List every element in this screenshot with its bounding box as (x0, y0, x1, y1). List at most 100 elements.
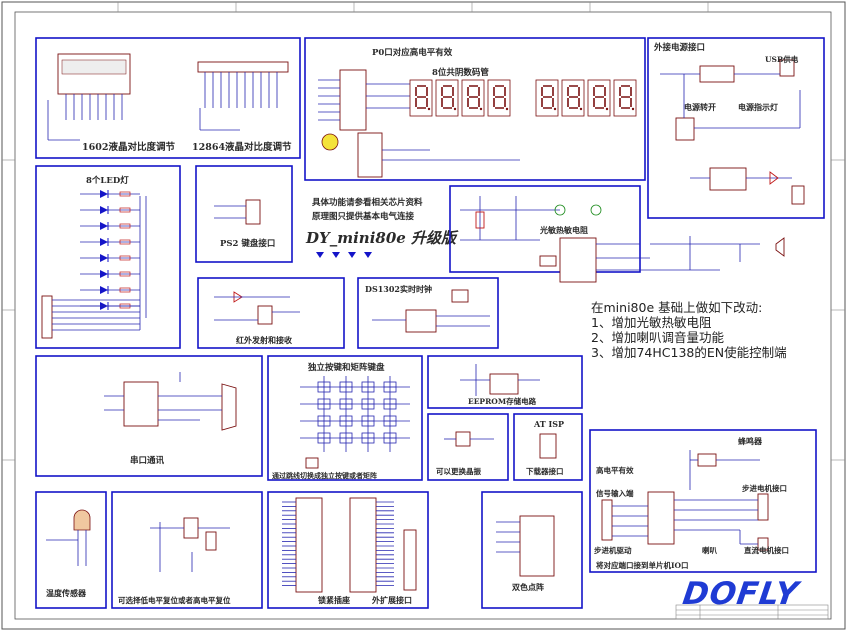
crystal-label: 可以更换晶振 (436, 466, 481, 476)
led-diode (80, 238, 140, 246)
mcu-socket-right (349, 497, 377, 593)
matrix-block (481, 491, 583, 609)
buzzer-label: 蜂鸣器 (738, 436, 763, 446)
latch-ic (339, 69, 367, 131)
isp-block (513, 413, 583, 481)
led-column (80, 190, 140, 310)
dofly-logo: DOFLY (680, 576, 802, 612)
reset-button (183, 517, 199, 539)
board-title: DY_mini80e 升级版 (305, 229, 459, 247)
power-jack (699, 65, 735, 83)
ps2-label: PS2 键盘接口 (220, 238, 275, 249)
led-label: 8个LED灯 (86, 175, 129, 186)
note-item-3: 3、增加74HC138的EN使能控制端 (591, 345, 787, 360)
speaker-label: 喇叭 (702, 545, 717, 555)
eeprom-block (427, 355, 583, 409)
adc-ic (559, 237, 597, 283)
motor-block (589, 429, 817, 573)
expand-header (403, 529, 417, 591)
seven-segment-digit (409, 79, 433, 117)
speaker-circuit (650, 236, 760, 271)
p0-label: P0口对应高电平有效 (372, 47, 453, 58)
lcd-block (35, 37, 301, 159)
ir-receiver (257, 305, 273, 325)
mcu-pins (282, 501, 394, 586)
seven-segment-display (409, 79, 637, 117)
power-led-label: 电源指示灯 (738, 102, 778, 112)
keypad-note: 通过跳线切换成独立按键或者矩阵 (272, 471, 377, 480)
power-label: 外接电源接口 (653, 42, 705, 53)
power-connector (791, 185, 805, 205)
speaker-icon (775, 237, 785, 257)
usb-label: USB供电 (765, 54, 799, 64)
title-line2: 原理图只提供基本电气连接 (312, 211, 415, 222)
mcu-block (267, 491, 429, 609)
usb-connector (779, 59, 795, 77)
signal-in-label: 信号输入端 (596, 488, 634, 498)
led-header (41, 295, 53, 339)
isp-connector (539, 433, 557, 459)
grid-ticks (2, 2, 845, 461)
power-switch (675, 117, 695, 141)
relay-ic (697, 453, 717, 467)
stepper-connector (757, 493, 769, 521)
db9-connector (221, 383, 237, 431)
hi-level-label: 高电平有效 (596, 465, 634, 475)
power-switch-label: 电源转开 (684, 102, 716, 112)
led-diode (80, 190, 140, 198)
temp-label: 温度传感器 (46, 588, 87, 598)
motor-input-header (601, 499, 613, 541)
led-diode (80, 270, 140, 278)
uart-label: 串口通讯 (130, 455, 165, 466)
ds1302-ic (405, 309, 437, 333)
stepper-label: 步进电机接口 (742, 483, 787, 493)
eeprom-label: EEPROM存储电路 (468, 396, 537, 406)
segment-block (304, 37, 646, 181)
lcd12864-connector (197, 61, 289, 73)
led-block (35, 165, 181, 349)
keypad-label: 独立按键和矩阵键盘 (307, 362, 385, 373)
isp-label: 下载器接口 (526, 466, 564, 476)
uln2003-ic (647, 491, 675, 545)
rtc-label: DS1302实时时钟 (365, 284, 432, 294)
note-heading: 在mini80e 基础上做如下改动: (591, 300, 763, 315)
led-diode (80, 254, 140, 262)
ir-block (197, 277, 345, 349)
sheet-inner-border (14, 11, 832, 620)
eeprom-ic (489, 373, 519, 395)
isp-title: AT ISP (533, 419, 564, 429)
led-diode (80, 286, 140, 294)
mcu-label: 锁紧插座 (318, 595, 350, 605)
seven-segment-digit (487, 79, 511, 117)
crystal-block (427, 413, 509, 481)
reset-block (111, 491, 263, 609)
regulator (709, 167, 747, 191)
rtc-block (357, 277, 499, 349)
stepper-drv-label: 步进机驱动 (594, 545, 632, 555)
change-note: 在mini80e 基础上做如下改动: 1、增加光敏热敏电阻 2、增加喇叭调音量功… (591, 300, 791, 360)
power-block (647, 37, 825, 219)
uart-block (35, 355, 263, 477)
decoder-ic (357, 132, 383, 178)
dot-matrix (519, 515, 555, 577)
expand-label: 外扩展接口 (372, 595, 412, 605)
led-diode (80, 206, 140, 214)
key-matrix (300, 376, 410, 452)
rtc-crystal (451, 289, 469, 303)
led-diode (80, 222, 140, 230)
seven-segment-digit (613, 79, 637, 117)
ps2-connector (245, 199, 261, 225)
keypad-jumper (305, 457, 319, 469)
seven-segment-digit (561, 79, 585, 117)
reset-label: 可选择低电平复位或者高电平复位 (118, 595, 231, 605)
seg-label: 8位共阴数码管 (432, 67, 489, 78)
title-block (675, 604, 829, 620)
seven-segment-digit (435, 79, 459, 117)
seven-segment-digit (461, 79, 485, 117)
lcd1602-label: 1602液晶对比度调节 (82, 141, 175, 153)
sensor-block (449, 185, 641, 273)
note-item-2: 2、增加喇叭调音量功能 (591, 330, 724, 345)
title-decoration (316, 252, 372, 258)
light-label: 光敏热敏电阻 (539, 225, 588, 235)
